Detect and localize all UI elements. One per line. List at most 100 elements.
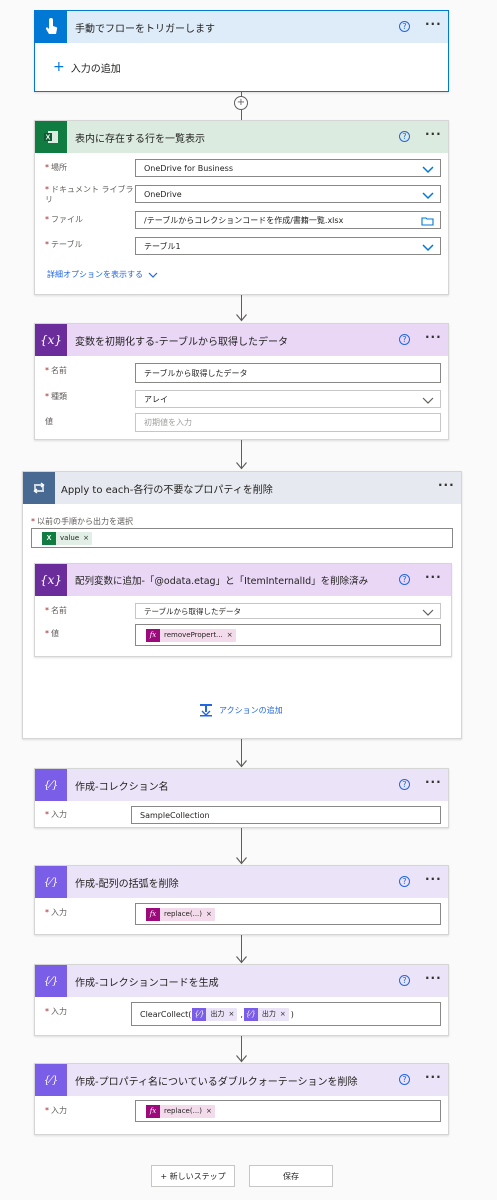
- expression-token[interactable]: fx replace(...) ×: [146, 907, 215, 921]
- add-action-icon: [200, 704, 212, 717]
- variable-icon: {x}: [35, 324, 67, 356]
- type-select[interactable]: アレイ: [135, 390, 441, 408]
- compose-icon: {⁄}: [35, 866, 67, 898]
- compose-header[interactable]: {⁄} 作成-コレクション名 ? ···: [35, 769, 448, 801]
- help-icon[interactable]: ?: [399, 1074, 410, 1085]
- name-input[interactable]: テーブルから取得したデータ: [135, 363, 441, 383]
- compose-header[interactable]: {⁄} 作成-プロパティ名についているダブルクォーテーションを削除 ? ···: [35, 1064, 448, 1096]
- compose-header[interactable]: {⁄} 作成-配列の括弧を削除 ? ···: [35, 866, 448, 898]
- help-icon[interactable]: ?: [399, 131, 410, 142]
- more-options-icon[interactable]: ···: [425, 1070, 442, 1084]
- trigger-card[interactable]: 手動でフローをトリガーします ? ··· + 入力の追加: [34, 10, 449, 92]
- value-input[interactable]: 初期値を入力: [135, 413, 441, 432]
- plus-icon: +: [53, 59, 65, 75]
- append-array-card[interactable]: {x} 配列変数に追加-「@odata.etag」と「ItemInternalI…: [34, 563, 452, 657]
- select-output-input[interactable]: X value ×: [31, 528, 453, 548]
- help-icon[interactable]: ?: [399, 574, 410, 585]
- compose-remove-quotes-card[interactable]: {⁄} 作成-プロパティ名についているダブルクォーテーションを削除 ? ··· …: [34, 1063, 449, 1135]
- insert-step-plus-icon[interactable]: +: [234, 96, 248, 110]
- arrow-down-icon: [236, 314, 247, 322]
- input-field[interactable]: fx replace(...) ×: [135, 1100, 441, 1122]
- chevron-down-icon: [422, 397, 434, 404]
- add-action-link[interactable]: アクションの追加: [199, 703, 283, 717]
- save-button[interactable]: 保存: [249, 1165, 333, 1187]
- compose-output-token[interactable]: {⁄} 出力 ×: [192, 1007, 238, 1021]
- compose-generate-code-card[interactable]: {⁄} 作成-コレクションコードを生成 ? ··· *入力 ClearColle…: [34, 964, 449, 1036]
- connector-line: [241, 828, 242, 864]
- trigger-header[interactable]: 手動でフローをトリガーします ? ···: [35, 11, 448, 43]
- more-options-icon[interactable]: ···: [425, 330, 442, 344]
- compose-title: 作成-プロパティ名についているダブルクォーテーションを削除: [75, 1076, 358, 1088]
- value-label: 値: [45, 417, 53, 426]
- name-label: *名前: [45, 606, 67, 615]
- help-icon[interactable]: ?: [399, 779, 410, 790]
- value-input[interactable]: fx removePropert... ×: [135, 624, 441, 646]
- list-rows-title: 表内に存在する行を一覧表示: [75, 133, 205, 145]
- input-field[interactable]: ClearCollect( {⁄} 出力 × , {⁄} 出力 × ): [131, 1002, 441, 1026]
- append-array-header[interactable]: {x} 配列変数に追加-「@odata.etag」と「ItemInternalI…: [35, 564, 451, 596]
- compose-title: 作成-コレクションコードを生成: [75, 977, 219, 989]
- more-options-icon[interactable]: ···: [425, 17, 442, 31]
- apply-to-each-header[interactable]: Apply to each-各行の不要なプロパティを削除 ···: [23, 472, 461, 504]
- show-advanced-options-link[interactable]: 詳細オプションを表示する: [47, 269, 158, 280]
- remove-token-icon[interactable]: ×: [206, 1107, 212, 1115]
- location-label: *場所: [45, 163, 67, 172]
- location-select[interactable]: OneDrive for Business: [135, 159, 441, 177]
- connector-line: [241, 440, 242, 469]
- append-array-title: 配列変数に追加-「@odata.etag」と「ItemInternalId」を削…: [75, 576, 369, 587]
- list-rows-header[interactable]: X 表内に存在する行を一覧表示 ? ···: [35, 121, 448, 153]
- remove-token-icon[interactable]: ×: [83, 534, 89, 542]
- init-variable-header[interactable]: {x} 変数を初期化する-テーブルから取得したデータ ? ···: [35, 324, 448, 356]
- connector-line: [241, 935, 242, 963]
- connector-line: [241, 1036, 242, 1062]
- value-label: *値: [45, 629, 59, 638]
- new-step-button[interactable]: + 新しいステップ: [151, 1165, 235, 1187]
- expression-token[interactable]: fx removePropert... ×: [146, 628, 236, 642]
- input-label: *入力: [45, 810, 67, 819]
- init-variable-title: 変数を初期化する-テーブルから取得したデータ: [75, 336, 289, 348]
- remove-token-icon[interactable]: ×: [279, 1010, 286, 1018]
- more-options-icon[interactable]: ···: [425, 872, 442, 886]
- table-select[interactable]: テーブル1: [135, 237, 441, 255]
- more-options-icon[interactable]: ···: [425, 971, 442, 985]
- file-input[interactable]: /テーブルからコレクションコードを作成/書籍一覧.xlsx: [135, 211, 441, 229]
- more-options-icon[interactable]: ···: [425, 127, 442, 141]
- select-output-label: *以前の手順から出力を選択: [31, 517, 133, 526]
- chevron-down-icon: [422, 244, 434, 252]
- init-variable-card[interactable]: {x} 変数を初期化する-テーブルから取得したデータ ? ··· *名前 テーブ…: [34, 323, 449, 440]
- connector-line: [241, 739, 242, 767]
- chevron-down-icon: [422, 166, 434, 174]
- help-icon[interactable]: ?: [399, 21, 410, 32]
- help-icon[interactable]: ?: [399, 876, 410, 887]
- remove-token-icon[interactable]: ×: [228, 1010, 235, 1018]
- name-label: *名前: [45, 366, 67, 375]
- help-icon[interactable]: ?: [399, 975, 410, 986]
- add-input-link[interactable]: + 入力の追加: [53, 59, 121, 75]
- chevron-down-icon: [422, 609, 434, 616]
- more-options-icon[interactable]: ···: [438, 478, 455, 492]
- input-field[interactable]: SampleCollection: [131, 806, 441, 824]
- list-rows-card[interactable]: X 表内に存在する行を一覧表示 ? ··· *場所 OneDrive for B…: [34, 120, 449, 295]
- compose-remove-brackets-card[interactable]: {⁄} 作成-配列の括弧を削除 ? ··· *入力 fx replace(...…: [34, 865, 449, 935]
- remove-token-icon[interactable]: ×: [206, 910, 212, 918]
- compose-title: 作成-コレクション名: [75, 781, 169, 793]
- apply-to-each-title: Apply to each-各行の不要なプロパティを削除: [61, 484, 273, 496]
- input-field[interactable]: fx replace(...) ×: [135, 903, 441, 925]
- arrow-down-icon: [236, 760, 247, 768]
- expression-token[interactable]: fx replace(...) ×: [146, 1104, 215, 1118]
- remove-token-icon[interactable]: ×: [226, 631, 233, 639]
- more-options-icon[interactable]: ···: [425, 775, 442, 789]
- library-select[interactable]: OneDrive: [135, 185, 441, 203]
- compose-output-token[interactable]: {⁄} 出力 ×: [243, 1007, 289, 1021]
- folder-icon[interactable]: [421, 216, 434, 226]
- name-select[interactable]: テーブルから取得したデータ: [135, 603, 441, 619]
- compose-header[interactable]: {⁄} 作成-コレクションコードを生成 ? ···: [35, 965, 448, 997]
- arrow-down-icon: [236, 956, 247, 964]
- apply-to-each-card[interactable]: Apply to each-各行の不要なプロパティを削除 ··· *以前の手順か…: [22, 471, 462, 739]
- value-token[interactable]: X value ×: [42, 531, 92, 545]
- compose-icon: {⁄}: [243, 1007, 258, 1021]
- help-icon[interactable]: ?: [399, 334, 410, 345]
- more-options-icon[interactable]: ···: [425, 570, 442, 584]
- compose-collection-name-card[interactable]: {⁄} 作成-コレクション名 ? ··· *入力 SampleCollectio…: [34, 768, 449, 828]
- variable-icon: {x}: [35, 564, 67, 596]
